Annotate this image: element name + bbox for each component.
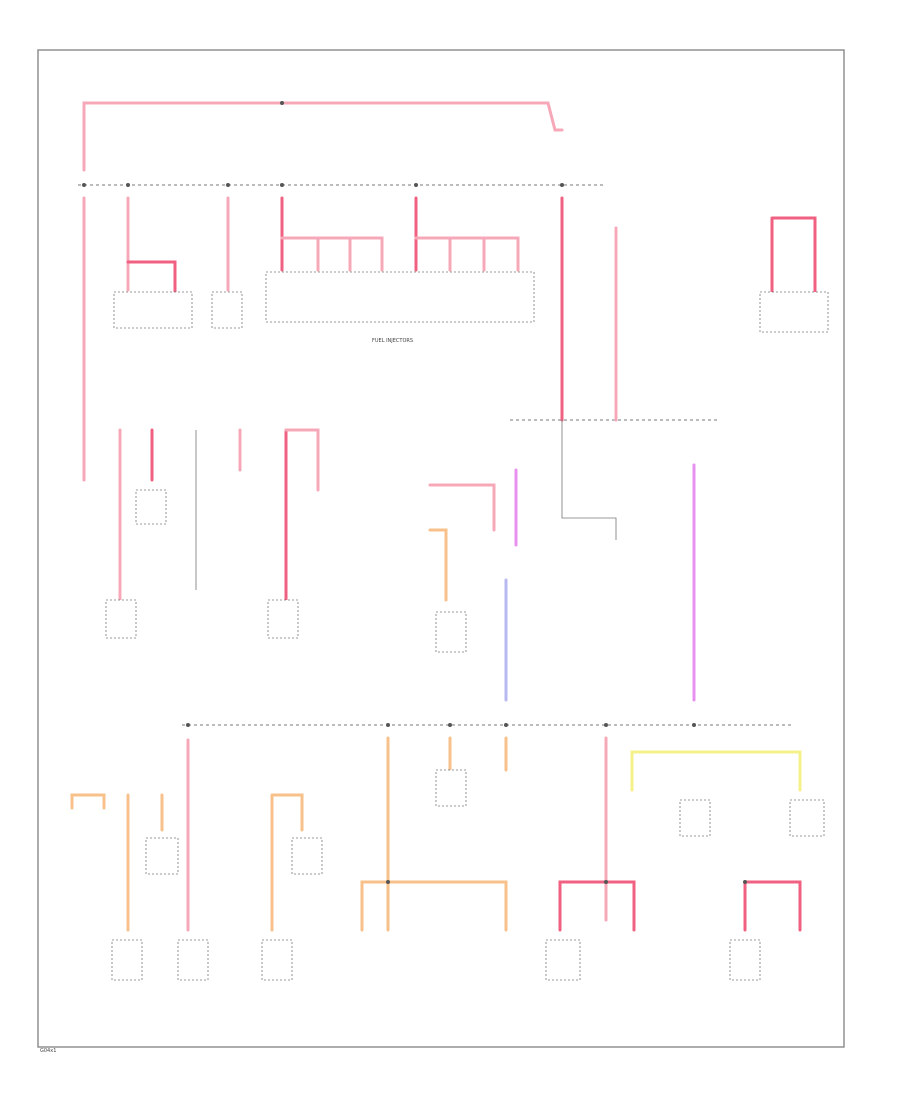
wire-injector-bank1-branches [280, 236, 384, 272]
component-box [113, 291, 193, 329]
injectors-box [265, 271, 535, 323]
fuel-injectors-label: FUEL INJECTORS [372, 338, 413, 344]
wire-injector-bank2-branches [414, 236, 520, 272]
wire-center-pink [428, 483, 496, 532]
component-box [435, 611, 467, 653]
component-box [789, 799, 825, 837]
wire-center-orange [428, 528, 448, 602]
wire-fuse2-loop [126, 260, 177, 294]
component-box [759, 291, 829, 333]
footer-code: G04x1 [40, 1048, 56, 1054]
component-box [679, 799, 711, 837]
wire-bottom-10 [630, 750, 802, 792]
wire-bottom-1 [70, 793, 106, 810]
component-box [291, 837, 323, 875]
component-box [267, 599, 299, 639]
wire-relay-dark [561, 420, 617, 540]
wire-midleft-4b [284, 428, 320, 492]
component-box [261, 939, 293, 981]
component-box [729, 939, 761, 981]
diagram-frame [37, 49, 845, 1048]
component-box [145, 837, 179, 875]
wire-bottom-9b [558, 880, 636, 932]
wire-main-feed [82, 101, 564, 172]
component-box [105, 599, 137, 639]
wire-bottom-11 [743, 880, 802, 932]
wire-bottom-5 [270, 793, 304, 932]
splice-dots [82, 101, 747, 884]
component-box [177, 939, 209, 981]
component-box [135, 489, 167, 525]
wire-top-right-loop [770, 216, 817, 294]
component-box [111, 939, 143, 981]
component-box [545, 939, 581, 981]
wire-bottom-6b [360, 880, 508, 932]
component-box [211, 291, 243, 329]
component-box [435, 769, 467, 807]
